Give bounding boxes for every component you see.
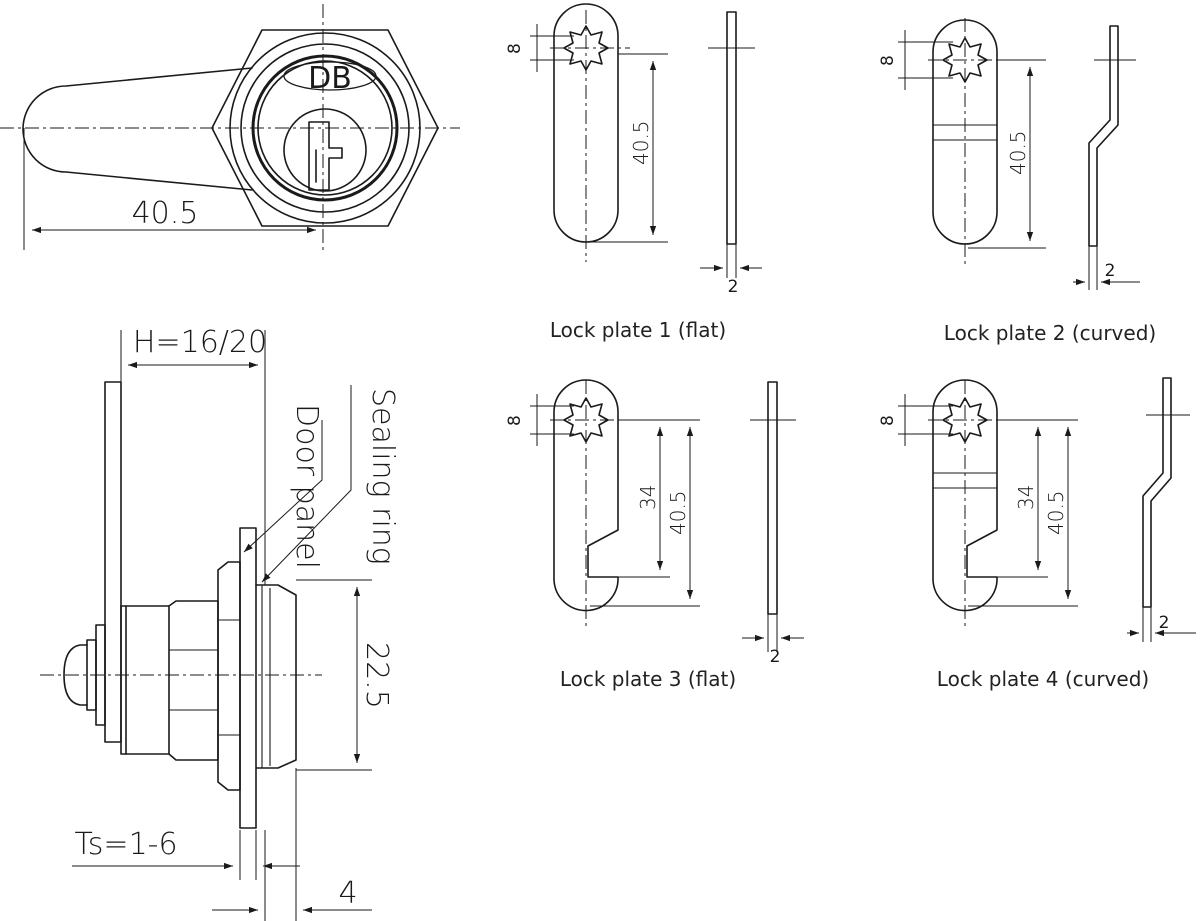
front-length-label: 40.5 [132, 196, 199, 231]
side-height-label: H=16/20 [133, 325, 267, 360]
plate-4-side-strip [1142, 377, 1172, 608]
plate-1-hole-label: 8 [505, 43, 525, 54]
plate-4-thickness-label: 2 [1159, 613, 1170, 633]
plate-4-caption: Lock plate 4 (curved) [937, 667, 1149, 691]
side-body [120, 605, 170, 755]
lock-plate-2: 8 40.5 2 Lock plate 2 (curved) [878, 18, 1156, 345]
plate-3-caption: Lock plate 3 (flat) [560, 667, 736, 691]
plate-1-length-label: 40.5 [629, 120, 653, 165]
front-handle [22, 67, 253, 191]
side-hex-body [168, 600, 219, 761]
plate-3-hole-label: 8 [505, 415, 525, 426]
plate-2-side-strip [1088, 25, 1119, 247]
plate-2-length-label: 40.5 [1006, 130, 1030, 175]
plate-4-notch-label: 34 [1014, 485, 1038, 510]
plate-1-side-strip [726, 11, 737, 245]
plate-2-outline [932, 19, 998, 245]
side-sealing-ring [255, 584, 297, 769]
plate-4-outline [932, 379, 998, 612]
plate-3-outline [553, 379, 619, 612]
plate-2-caption: Lock plate 2 (curved) [944, 321, 1156, 345]
door-panel-leader [243, 420, 323, 553]
plate-3-length-label: 40.5 [666, 490, 690, 535]
lock-plate-4: 8 34 40.5 2 Lock plate 4 (curved) [878, 377, 1196, 691]
plate-4-length-label: 40.5 [1044, 490, 1068, 535]
lock-plate-3: 8 34 40.5 2 Lock plate 3 (flat) [505, 379, 804, 691]
plate-1-caption: Lock plate 1 (flat) [550, 318, 726, 342]
sealing-ring-leader [261, 385, 352, 583]
plate-1-thickness-label: 2 [728, 277, 739, 297]
plate-3-notch-label: 34 [636, 485, 660, 510]
side-thread-label: 22.5 [359, 642, 394, 709]
door-panel-label: Door panel [289, 404, 324, 569]
keyway-icon [308, 121, 343, 191]
plate-2-thickness-label: 2 [1105, 261, 1116, 281]
side-door-panel [239, 527, 257, 829]
side-thickness-label: Ts=1-6 [74, 827, 177, 862]
sealing-ring-label: Sealing ring [365, 388, 400, 565]
side-offset-label: 4 [338, 876, 357, 911]
side-knob [63, 644, 88, 706]
side-view: H=16/20 Sealing ring Door panel 22.5 Ts=… [40, 325, 400, 921]
plate-3-thickness-label: 2 [770, 647, 781, 667]
front-cylinder [283, 108, 367, 192]
side-nut [217, 561, 241, 791]
front-logo: DB [308, 61, 352, 96]
plate-1-outline [553, 3, 619, 243]
side-lock-plate [104, 381, 122, 743]
front-view: DB 40.5 [0, 4, 460, 250]
plate-2-hole-label: 8 [878, 55, 898, 66]
lock-plate-1: 8 40.5 2 Lock plate 1 (flat) [505, 3, 762, 342]
plate-4-hole-label: 8 [878, 415, 898, 426]
plate-3-side-strip [767, 381, 778, 615]
